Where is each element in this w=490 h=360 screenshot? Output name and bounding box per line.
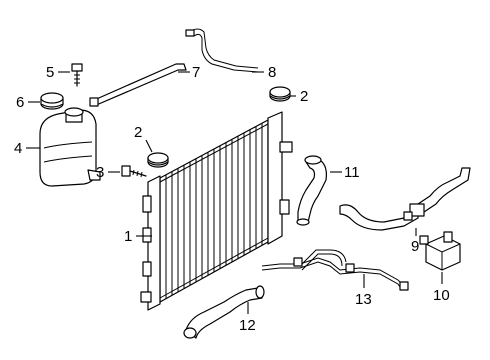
callout-8: 8 [268,64,276,81]
callout-1: 1 [124,228,132,245]
bolt [71,63,83,87]
callout-9: 9 [411,238,419,255]
callout-12: 12 [239,317,256,334]
callout-13: 13 [355,291,372,308]
callout-7: 7 [192,64,200,81]
reservoir-cap [40,92,64,110]
callout-10: 10 [433,287,450,304]
callout-2-upper: 2 [300,88,308,105]
cap-lower [147,152,169,168]
overflow-hose [185,28,259,73]
heater-hose [339,167,471,231]
callout-3: 3 [96,164,104,181]
callout-labels: 1 2 2 3 4 5 6 7 8 9 10 11 12 13 [14,64,450,334]
oil-cooler [419,231,461,271]
radiator [140,111,293,311]
callout-6: 6 [16,94,24,111]
mounting-bolt [121,165,147,178]
leader-2-lower [145,139,153,153]
hose-bracket [89,63,187,107]
callout-5: 5 [46,64,54,81]
coolant-reservoir [39,107,101,187]
hose-assembly [261,249,409,291]
upper-radiator-hose [296,155,327,226]
lower-radiator-hose [183,285,265,339]
leader-lines [26,71,443,314]
callout-11: 11 [344,164,360,181]
callout-4: 4 [14,140,22,157]
callout-2-lower: 2 [134,124,142,141]
cap-upper [269,86,291,102]
